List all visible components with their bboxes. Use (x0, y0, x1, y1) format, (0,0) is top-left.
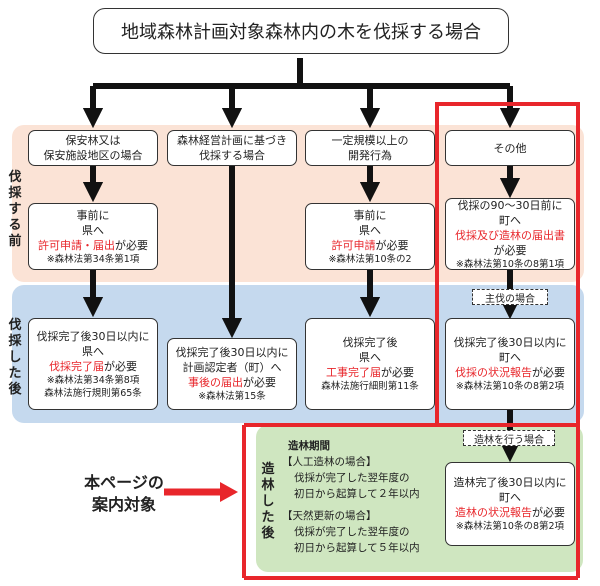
before-box-hoan: 事前に 県へ 許可申請・届出が必要 ※森林法第34条第1項 (28, 203, 158, 270)
reforest-label: 造林した後 (261, 462, 275, 541)
period-artificial-title: 【人工造林の場合】 (282, 456, 377, 468)
after-box-hoan: 伐採完了後30日以内に 県へ 伐採完了届が必要 ※森林法第34条第8項 森林法施… (28, 318, 158, 410)
label-reforestation: 造林を行う場合 (463, 430, 555, 446)
category-hoan: 保安林又は 保安施設地区の場合 (28, 130, 158, 166)
reforest-report-box: 造林完了後30日以内に 町へ 造林の状況報告が必要 ※森林法第10条の8第2項 (445, 462, 575, 546)
before-box-kaihatsu: 事前に 県へ 許可申請が必要 ※森林法第10条の2 (305, 203, 435, 270)
after-box-kaihatsu: 伐採完了後 県へ 工事完了届が必要 森林法施行細則第11条 (305, 318, 435, 410)
after-label: 伐採した後 (8, 318, 22, 397)
before-box-other: 伐採の90～30日前に 町へ 伐採及び造林の届出書 が必要 ※森林法第10条の8… (445, 198, 575, 270)
category-other: その他 (445, 130, 575, 166)
after-box-other: 伐採完了後30日以内に 町へ 伐採の状況報告が必要 ※森林法第10条の8第2項 (445, 318, 575, 410)
category-keikaku: 森林経営計画に基づき 伐採する場合 (167, 130, 297, 166)
page-title: 地域森林計画対象森林内の木を伐採する場合 (93, 8, 509, 54)
before-label: 伐採する前 (8, 170, 22, 249)
category-kaihatsu: 一定規模以上の 開発行為 (305, 130, 435, 166)
period-heading: 造林期間 (288, 440, 330, 452)
callout-text: 本ページの 案内対象 (84, 473, 164, 514)
period-natural-title: 【天然更新の場合】 (282, 510, 377, 522)
reforest-period: 造林期間 【人工造林の場合】 伐採が完了した翌年度の 初日から起算して２年以内 … (282, 438, 442, 568)
title-text: 地域森林計画対象森林内の木を伐採する場合 (121, 22, 481, 43)
after-box-keikaku: 伐採完了後30日以内に 計画認定者（町）へ 事後の届出が必要 ※森林法第15条 (167, 338, 297, 410)
label-main-felling: 主伐の場合 (472, 289, 548, 305)
